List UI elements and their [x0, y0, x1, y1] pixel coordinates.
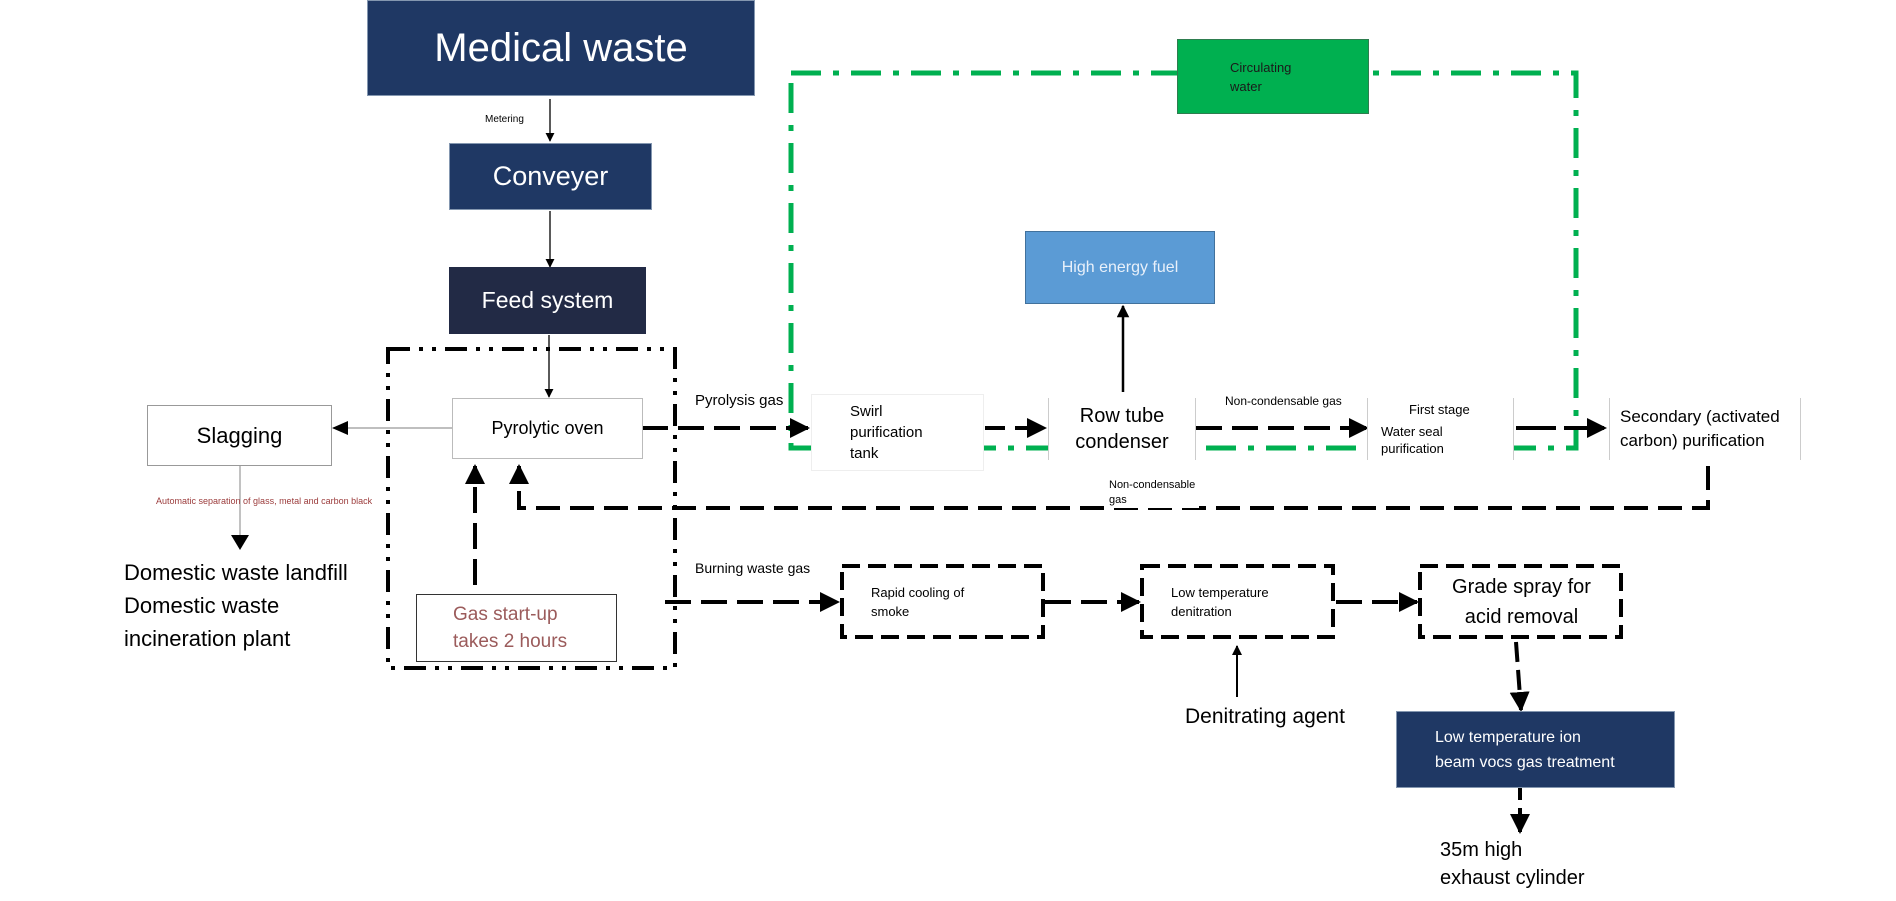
swirl-tank-label: Swirl purification tank: [850, 403, 923, 462]
high-energy-fuel-label: High energy fuel: [1061, 258, 1179, 276]
low-temp-denitration-label: Low temperature denitration: [1171, 585, 1269, 619]
rapid-cooling-box: [840, 564, 1045, 639]
circulating-water-box: Circulating water: [1177, 39, 1369, 114]
low-temp-denitration-box: [1140, 564, 1335, 639]
arrow-spray-to-ionbeam: [1509, 641, 1530, 712]
exhaust-cylinder-label: 35m high exhaust cylinder: [1440, 839, 1585, 889]
denitrating-agent-label: Denitrating agent: [1185, 705, 1345, 728]
ion-beam-label: Low temperature ion beam vocs gas treatm…: [1435, 728, 1615, 771]
burning-waste-gas-label: Burning waste gas: [695, 560, 811, 576]
conveyer-box: Conveyer: [449, 143, 652, 210]
swirl-tank-box: Swirl purification tank: [811, 394, 984, 471]
metering-label: Metering: [485, 114, 524, 125]
pyrolysis-gas-label: Pyrolysis gas: [695, 392, 784, 409]
first-stage-body: Water seal purification: [1381, 424, 1444, 456]
rapid-cooling-label: Rapid cooling of smoke: [871, 585, 965, 619]
circulating-water-loop: [788, 70, 1579, 451]
secondary-purification-label: Secondary (activated carbon) purificatio…: [1620, 407, 1780, 450]
row-tube-condenser-box: Row tube condenser: [1048, 398, 1196, 460]
non-condensable-gas-top-label: Non-condensable gas: [1225, 394, 1342, 408]
gas-startup-box: Gas start-up takes 2 hours: [416, 594, 617, 662]
conveyer-label: Conveyer: [492, 161, 609, 191]
grade-spray-box: [1418, 564, 1623, 639]
domestic-waste-label: Domestic waste landfill Domestic waste i…: [124, 560, 348, 651]
medical-waste-label: Medical waste: [434, 25, 688, 70]
row-tube-condenser-label: Row tube condenser: [1075, 405, 1169, 453]
landfill-arrowhead: [231, 535, 249, 550]
non-condensable-return-loop: [509, 464, 1710, 510]
slagging-label: Slagging: [196, 422, 283, 448]
pyrolytic-oven-box: Pyrolytic oven: [452, 398, 643, 459]
pyrolytic-oven-label: Pyrolytic oven: [491, 418, 604, 438]
slagging-arrowhead: [332, 421, 348, 435]
gas-startup-label: Gas start-up takes 2 hours: [453, 604, 568, 652]
slagging-box: Slagging: [147, 405, 332, 466]
first-stage-box: [1367, 398, 1514, 460]
automatic-separation-label: Automatic separation of glass, metal and…: [156, 496, 373, 506]
feed-system-box: Feed system: [449, 267, 646, 334]
non-condensable-gas-loop-label: Non-condensable gas: [1105, 478, 1200, 508]
grade-spray-label: Grade spray for acid removal: [1452, 575, 1591, 628]
circulating-water-label: Circulating water: [1230, 59, 1292, 94]
ion-beam-box: Low temperature ion beam vocs gas treatm…: [1396, 711, 1675, 788]
feed-system-label: Feed system: [481, 287, 614, 313]
high-energy-fuel-box: High energy fuel: [1025, 231, 1215, 304]
medical-waste-box: Medical waste: [367, 0, 755, 96]
grade-spray-label-box: Grade spray for acid removal: [1430, 569, 1613, 634]
secondary-purification-box: Secondary (activated carbon) purificatio…: [1609, 398, 1801, 460]
first-stage-title: First stage: [1409, 402, 1470, 417]
